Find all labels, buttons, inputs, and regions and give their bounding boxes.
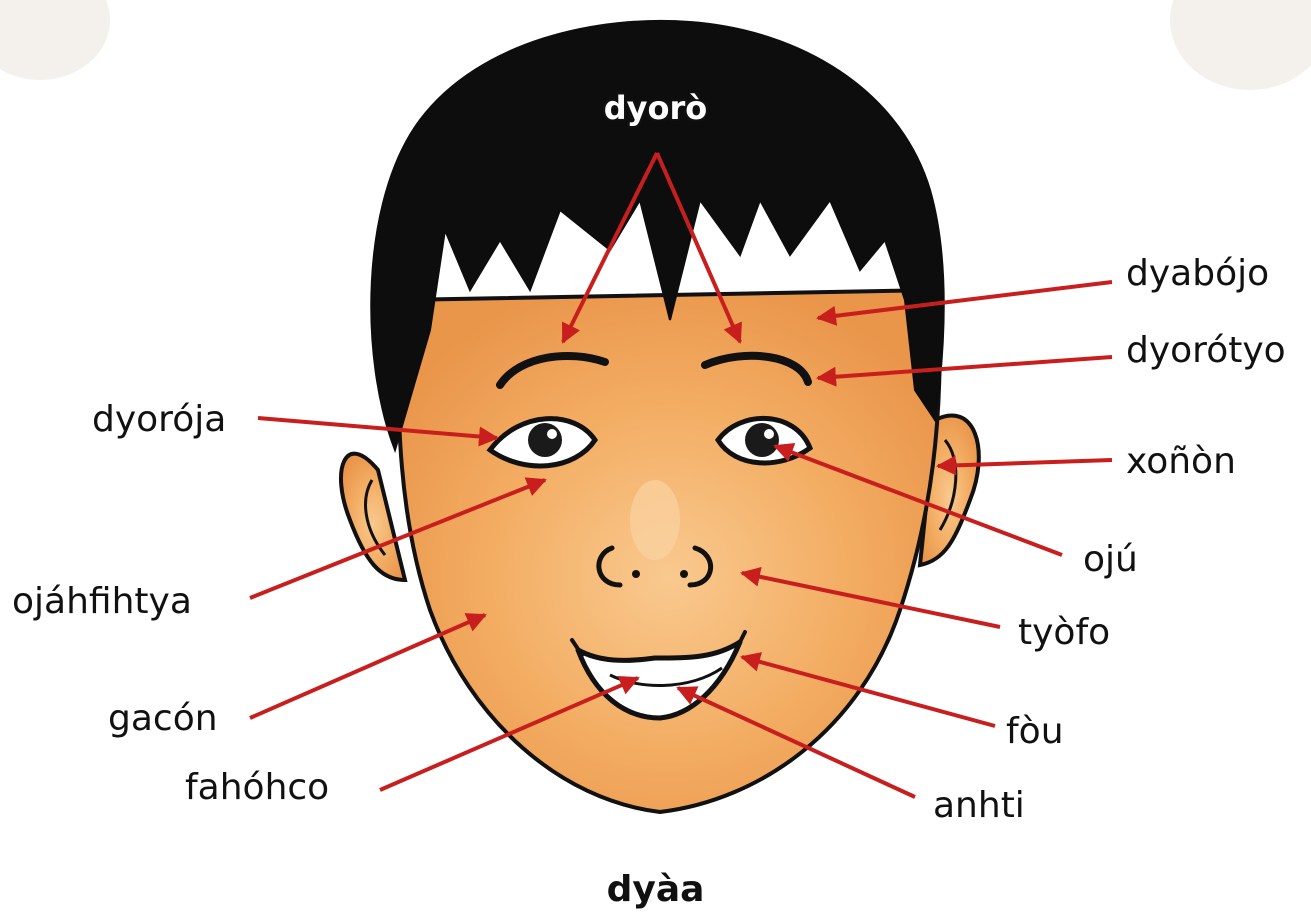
right-nostril	[680, 570, 688, 578]
label-teeth: anhti	[933, 788, 1025, 824]
label-lip: fahóhco	[185, 770, 329, 806]
label-hair: dyorò	[0, 92, 1311, 124]
label-forehead: dyabójo	[1126, 256, 1269, 292]
right-pupil-glint	[764, 429, 774, 439]
label-eyelash: dyorója	[92, 402, 226, 438]
background-blob-right	[1170, 0, 1311, 90]
nose-highlight	[630, 480, 680, 560]
left-nostril	[632, 570, 640, 578]
label-cheek: gacón	[108, 701, 218, 737]
left-ear	[341, 454, 405, 580]
label-mouth: fòu	[1006, 714, 1064, 750]
label-eyebrow: dyorótyo	[1126, 333, 1286, 369]
caption-face: dyàa	[0, 872, 1311, 908]
right-pupil	[745, 423, 779, 457]
label-nose: tyòfo	[1018, 615, 1110, 651]
arrow-cheek	[250, 615, 485, 718]
background-blob-left	[0, 0, 110, 80]
label-cheekbone: ojáhfihtya	[12, 584, 192, 620]
label-eye: ojú	[1083, 542, 1138, 578]
left-pupil	[528, 423, 562, 457]
label-ear: xoñòn	[1126, 444, 1236, 480]
left-pupil-glint	[547, 429, 557, 439]
